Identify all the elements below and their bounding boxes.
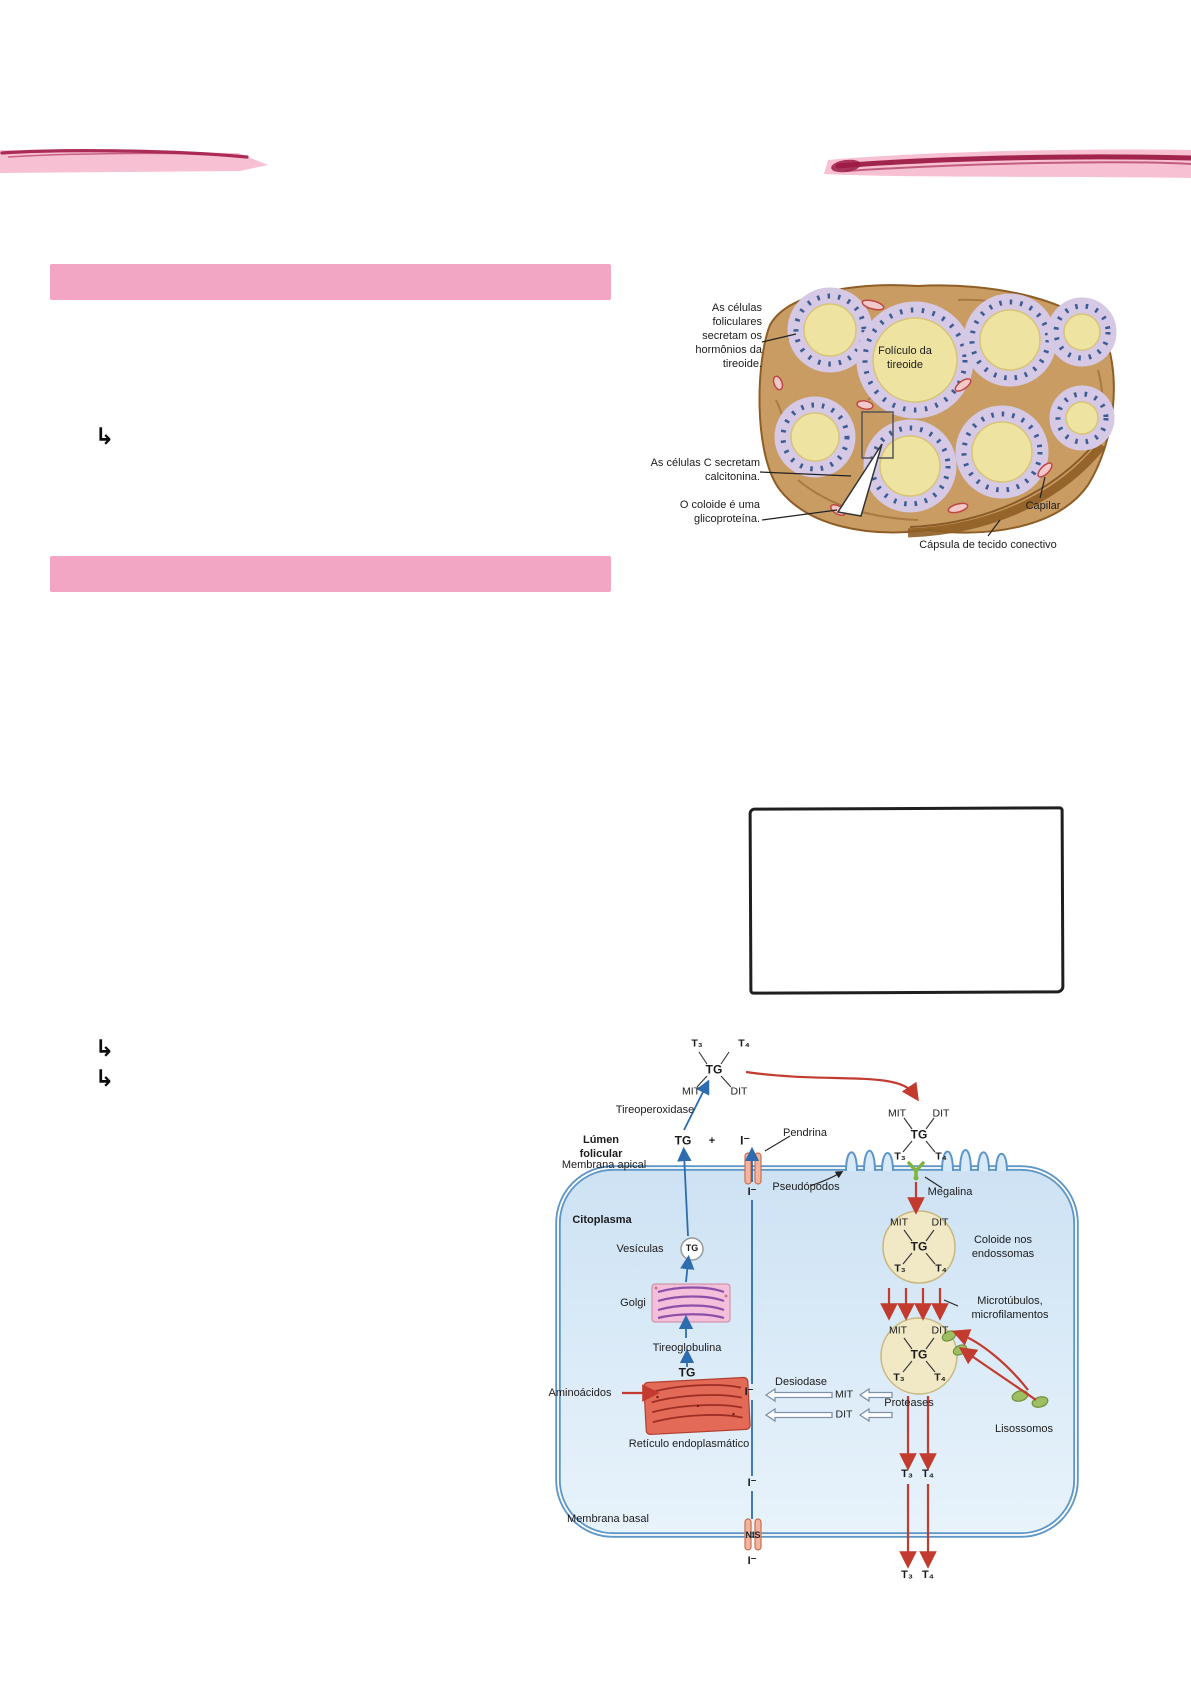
label-desiodase: Desiodase (775, 1375, 827, 1388)
label-citoplasma: Citoplasma (572, 1213, 632, 1226)
label-dit-endosome2: DIT (931, 1324, 949, 1337)
label-mit-endosome1: MIT (889, 1216, 909, 1229)
label-tireoperoxidase: Tireoperoxidase (615, 1103, 695, 1116)
label-iodide-3: I⁻ (747, 1476, 757, 1489)
label-reticulo: Retículo endoplasmático (628, 1437, 750, 1450)
capsule-band (907, 442, 1106, 538)
figure1-pointer-lines (759, 333, 1046, 537)
label-membrana-basal: Membrana basal (567, 1512, 649, 1525)
highlighter-stroke-left (0, 149, 268, 173)
label-microtubulos: Microtúbulos, microfilamentos (971, 1294, 1049, 1321)
wedge-pointer (836, 443, 883, 517)
label-t4-secreted: T₄ (922, 1568, 934, 1581)
label-lumen-folicular: Lúmen folicular (579, 1133, 623, 1160)
er-graphic (643, 1376, 751, 1436)
label-lisossomos: Lisossomos (994, 1422, 1054, 1435)
section-header-bar-1 (50, 264, 611, 300)
label-mit-endosome2: MIT (888, 1324, 908, 1337)
label-colloid: O coloide é uma glicoproteína. (679, 499, 760, 526)
label-t4-endosome1: T₄ (935, 1262, 947, 1275)
pseudopods (845, 1149, 1008, 1172)
label-capillary: Capilar (1025, 499, 1061, 512)
label-tireoglobulina: Tireoglobulina (652, 1341, 722, 1354)
label-iodide-lumen: I⁻ (740, 1133, 750, 1148)
label-t4-ext: T₄ (935, 1150, 947, 1163)
label-follicular-cells: As células foliculares secretam os hormô… (695, 302, 762, 371)
label-t4-endosome2: T₄ (934, 1371, 946, 1384)
label-follicle: Folículo da tireoide (878, 344, 932, 371)
figure2-pointer-lines (764, 1135, 959, 1307)
golgi-graphic (651, 1283, 731, 1323)
label-mit-recycle: MIT (834, 1388, 854, 1401)
label-t3-endosome1: T₃ (894, 1262, 906, 1275)
label-mit-top: MIT (681, 1085, 701, 1098)
label-dit-endosome1: DIT (931, 1216, 949, 1229)
label-t3-free: T₃ (901, 1467, 913, 1480)
label-proteases: Proteases (884, 1396, 934, 1409)
label-golgi: Golgi (620, 1296, 646, 1309)
label-tg-top: TG (705, 1062, 723, 1077)
section-header-bar-2 (50, 556, 611, 592)
nis-channel (744, 1518, 762, 1551)
label-tg-lumen: TG (674, 1133, 692, 1148)
curved-arrow-annotation-3: ↳ (95, 1066, 115, 1092)
highlighter-stroke-right (824, 149, 1191, 178)
thyroid-synthesis-illustration (555, 1051, 1079, 1569)
follicles (774, 287, 1117, 513)
label-t4-top: T₄ (738, 1037, 750, 1050)
label-tg-endosome1: TG (910, 1239, 928, 1254)
label-membrana-apical: Membrana apical (561, 1158, 647, 1171)
label-vesiculas: Vesículas (616, 1242, 664, 1255)
label-t3-top: T₃ (691, 1037, 703, 1050)
megalin-receptor (907, 1161, 925, 1181)
label-tg-er: TG (678, 1365, 696, 1380)
label-iodide-1: I⁻ (747, 1185, 757, 1198)
label-mit-ext: MIT (887, 1107, 907, 1120)
label-pendrina: Pendrina (782, 1126, 828, 1139)
label-t3-ext: T₃ (894, 1150, 906, 1163)
label-coloide-endossomas: Coloide nos endossomas (971, 1233, 1035, 1260)
label-capsule: Cápsula de tecido conectivo (919, 538, 1057, 551)
follicular-cell-body (555, 1165, 1079, 1538)
label-dit-ext: DIT (932, 1107, 950, 1120)
label-iodide-2: I⁻ (744, 1385, 754, 1398)
thyroid-follicle-illustration (758, 284, 1117, 538)
label-plus: + (708, 1134, 716, 1147)
label-tg-endosome2: TG (910, 1347, 928, 1362)
curved-arrow-annotation-2: ↳ (95, 1036, 115, 1062)
label-t3-secreted: T₃ (901, 1568, 913, 1581)
label-t4-free: T₄ (922, 1467, 934, 1480)
deiodinase-arrows (764, 1387, 893, 1423)
label-iodide-4: I⁻ (747, 1554, 757, 1567)
capillaries (772, 299, 1053, 517)
red-arrows (622, 1070, 1037, 1569)
label-nis: NIS (745, 1530, 761, 1541)
label-dit-top: DIT (730, 1085, 748, 1098)
blue-arrows (677, 1079, 760, 1519)
label-dit-recycle: DIT (835, 1408, 853, 1421)
label-tg-vesicle: TG (685, 1243, 699, 1254)
label-aminoacidos: Aminoácidos (548, 1386, 612, 1399)
label-t3-endosome2: T₃ (893, 1371, 905, 1384)
curved-arrow-annotation-1: ↳ (95, 424, 115, 450)
label-tg-ext: TG (910, 1127, 928, 1142)
label-megalina: Megalina (927, 1185, 973, 1198)
sketch-box (748, 806, 1065, 995)
label-pseudopodos: Pseudópodos (772, 1180, 840, 1193)
label-c-cells: As células C secretam calcitonina. (650, 457, 760, 484)
